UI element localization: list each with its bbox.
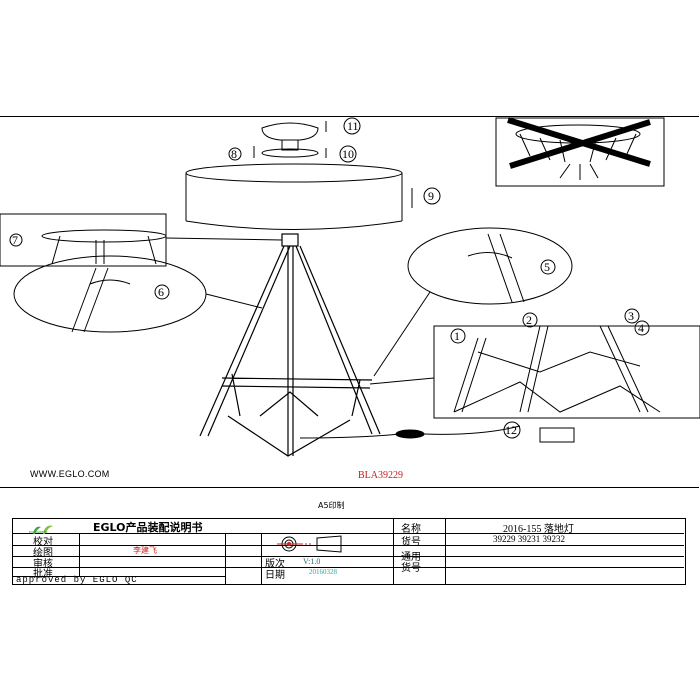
row-label-approve: 批准 — [33, 569, 53, 580]
logo-icon — [33, 525, 53, 534]
callout-7: 7 — [12, 233, 18, 247]
general-label-1: 通用 — [401, 552, 421, 563]
approved-by: approved by EGLO QC — [16, 575, 138, 585]
lamp-shade — [185, 163, 413, 230]
website-url: WWW.EGLO.COM — [30, 469, 110, 479]
callout-1: 1 — [454, 329, 460, 343]
projection-symbol — [277, 535, 347, 557]
item-label: 货号 — [401, 537, 421, 548]
date-label: 日期 — [265, 570, 285, 581]
drawing-frame — [0, 116, 699, 488]
row-label-review: 审核 — [33, 559, 53, 570]
tripod-base — [199, 233, 381, 457]
callout-8: 8 — [231, 147, 237, 161]
callouts: 11 8 10 9 7 6 5 1 2 3 4 12 — [9, 117, 650, 439]
name-value: 2016-155 落地灯 — [503, 524, 574, 535]
title-block: EVERGREEN EGLO产品装配说明书 校对 绘图 审核 批准 approv… — [12, 518, 686, 585]
power-cord — [299, 425, 575, 443]
item-value: 39229 39231 39232 — [493, 534, 565, 544]
print-note: A5印制 — [318, 501, 345, 510]
detail-circle-5 — [373, 227, 573, 377]
callout-9: 9 — [428, 189, 434, 203]
version-label: 版次 — [265, 559, 285, 570]
assembly-drawing: 11 8 10 9 7 6 5 1 2 3 4 12 — [0, 117, 700, 457]
document-title: EGLO产品装配说明书 — [93, 521, 203, 534]
logo-text: EVERGREEN — [29, 530, 48, 534]
row-label-check: 校对 — [33, 537, 53, 548]
callout-10: 10 — [342, 147, 354, 161]
detail-circle-6 — [13, 255, 263, 333]
prohibition-box — [495, 117, 665, 187]
callout-5: 5 — [544, 260, 550, 274]
version-value: V:1.0 — [303, 557, 321, 566]
callout-12: 12 — [505, 423, 517, 437]
company-logo: EVERGREEN — [29, 520, 55, 539]
general-label-2: 货号 — [401, 563, 421, 574]
row-label-draw: 绘图 — [33, 548, 53, 559]
drafter-name: 李建飞 — [133, 546, 157, 555]
callout-11: 11 — [347, 119, 359, 133]
detail-box-steps — [369, 325, 700, 419]
callout-6: 6 — [158, 285, 164, 299]
detail-box-7 — [0, 213, 283, 267]
model-code: BLA39229 — [358, 470, 403, 481]
callout-4: 4 — [638, 321, 644, 335]
callout-3: 3 — [628, 309, 634, 323]
date-value: 20160328 — [309, 568, 337, 576]
name-label: 名称 — [401, 524, 421, 535]
third-angle-projection-icon — [277, 535, 342, 553]
bulb-and-holder — [253, 121, 327, 158]
callout-2: 2 — [526, 313, 532, 327]
